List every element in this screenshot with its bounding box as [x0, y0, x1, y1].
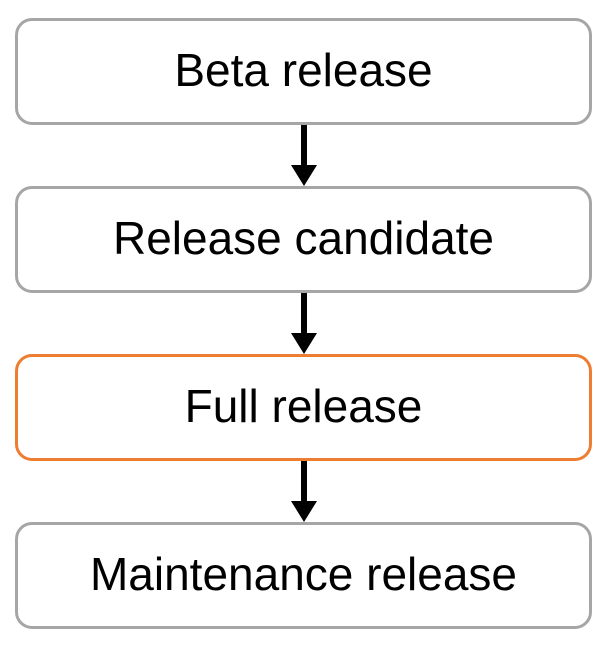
- flow-node-full-release: Full release: [15, 354, 592, 461]
- arrow-stem: [300, 461, 307, 501]
- node-label: Release candidate: [112, 211, 495, 264]
- node-label: Beta release: [174, 43, 433, 96]
- flow-node-maintenance-release: Maintenance release: [15, 522, 592, 629]
- flow-node-beta-release: Beta release: [15, 18, 592, 125]
- arrow-head: [290, 165, 317, 186]
- flow-arrow-down-icon: [290, 125, 317, 186]
- node-label: Full release: [184, 379, 423, 432]
- flow-arrow-down-icon: [290, 461, 317, 522]
- flow-column: Beta release Release candidate Full rele…: [15, 18, 592, 629]
- flow-arrow-down-icon: [290, 293, 317, 354]
- flow-node-release-candidate: Release candidate: [15, 186, 592, 293]
- arrow-head: [290, 333, 317, 354]
- arrow-head: [290, 501, 317, 522]
- node-label: Maintenance release: [89, 547, 518, 600]
- arrow-stem: [300, 293, 307, 333]
- arrow-stem: [300, 125, 307, 165]
